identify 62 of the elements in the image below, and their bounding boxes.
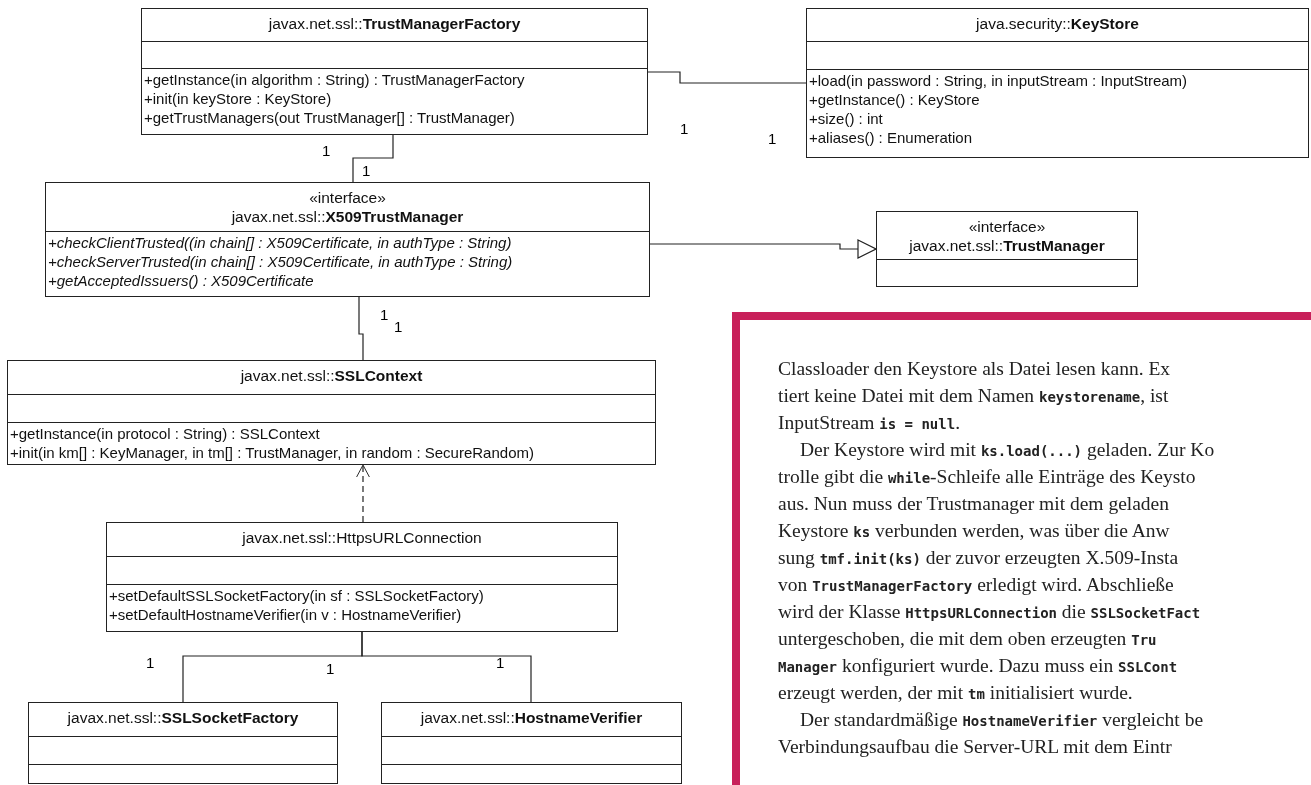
operation-text: +init(in km[] : KeyManager, in tm[] : TrustManager, in random : SecureRandom) <box>10 443 535 462</box>
class-name: javax.net.ssl::HostnameVerifier <box>419 708 644 727</box>
text-line: Verbindungsaufbau die Server-URL mit dem Eintr <box>778 736 1172 758</box>
multiplicity-label: 1 <box>362 162 371 179</box>
multiplicity-label: 1 <box>322 142 331 159</box>
multiplicity-label: 1 <box>394 318 403 335</box>
operation-text: +setDefaultSSLSocketFactory(in sf : SSLSocketFactory) <box>109 586 485 605</box>
multiplicity-label: 1 <box>146 654 155 671</box>
operation-text: +setDefaultHostnameVerifier(in v : HostnameVerifier) <box>109 605 463 624</box>
association-line <box>647 71 807 84</box>
text-line: tiert keine Datei mit dem Namen keystorename, ist <box>778 385 1169 407</box>
multiplicity-label: 1 <box>680 120 689 137</box>
text-line: wird der Klasse HttpsURLConnection die SSLSocketFact <box>778 601 1201 623</box>
multiplicity-label: 1 <box>496 654 505 671</box>
operation-text: +checkClientTrusted((in chain[] : X509Certificate, in authType : String) <box>48 233 513 252</box>
stereotype-label: «interface» <box>308 188 387 207</box>
multiplicity-label: 1 <box>326 660 335 677</box>
class-box <box>7 360 656 465</box>
association-line <box>358 296 364 361</box>
multiplicity-label: 1 <box>380 306 389 323</box>
operation-text: +checkServerTrusted(in chain[] : X509Certificate, in authType : String) <box>48 252 514 271</box>
operation-text: +init(in keyStore : KeyStore) <box>144 89 333 108</box>
class-box <box>381 702 682 784</box>
operation-text: +size() : int <box>809 109 884 128</box>
text-line: Classloader den Keystore als Datei lesen kann. Ex <box>778 358 1171 380</box>
class-box <box>806 8 1309 158</box>
class-box <box>45 182 650 297</box>
operation-text: +getInstance(in algorithm : String) : TrustManagerFactory <box>144 70 526 89</box>
operation-text: +getTrustManagers(out TrustManager[] : TrustManager) <box>144 108 516 127</box>
class-name: javax.net.ssl::X509TrustManager <box>230 207 465 226</box>
class-box <box>876 211 1138 287</box>
text-line: aus. Nun muss der Trustmanager mit dem geladen <box>778 493 1170 515</box>
class-box <box>28 702 338 784</box>
text-line: Der standardmäßige HostnameVerifier vergleicht be <box>800 709 1204 731</box>
class-name: javax.net.ssl::SSLContext <box>239 366 424 385</box>
operation-text: +getAcceptedIssuers() : X509Certificate <box>48 271 315 290</box>
multiplicity-label: 1 <box>768 130 777 147</box>
operation-text: +load(in password : String, in inputStream : InputStream) <box>809 71 1189 90</box>
class-name: javax.net.ssl::HttpsURLConnection <box>241 528 483 547</box>
text-line: InputStream is = null. <box>778 412 960 434</box>
association-line <box>361 631 532 703</box>
text-line: von TrustManagerFactory erledigt wird. Abschließe <box>778 574 1174 596</box>
class-name: javax.net.ssl::TrustManagerFactory <box>267 14 522 33</box>
operation-text: +getInstance() : KeyStore <box>809 90 981 109</box>
text-line: erzeugt werden, der mit tm initialisiert wurde. <box>778 682 1133 704</box>
class-name: javax.net.ssl::TrustManager <box>908 236 1106 255</box>
text-line: sung tmf.init(ks) der zuvor erzeugten X.509-Insta <box>778 547 1179 569</box>
text-line: Manager konfiguriert wurde. Dazu muss ein SSLCont <box>778 655 1178 677</box>
text-line: Keystore ks verbunden werden, was über die Anw <box>778 520 1170 542</box>
text-line: trolle gibt die while-Schleife alle Einträge des Keysto <box>778 466 1196 488</box>
generalization-arrow <box>649 239 877 259</box>
stereotype-label: «interface» <box>967 217 1047 236</box>
class-name: java.security::KeyStore <box>974 14 1140 33</box>
association-line <box>352 134 394 183</box>
operation-text: +aliases() : Enumeration <box>809 128 973 147</box>
text-line: Der Keystore wird mit ks.load(...) geladen. Zur Ko <box>800 439 1215 461</box>
text-line: untergeschoben, die mit dem oben erzeugten Tru <box>778 628 1157 650</box>
class-name: javax.net.ssl::SSLSocketFactory <box>66 708 300 727</box>
class-box <box>106 522 618 632</box>
operation-text: +getInstance(in protocol : String) : SSLContext <box>10 424 321 443</box>
text-panel <box>732 312 1311 785</box>
class-box <box>141 8 648 135</box>
